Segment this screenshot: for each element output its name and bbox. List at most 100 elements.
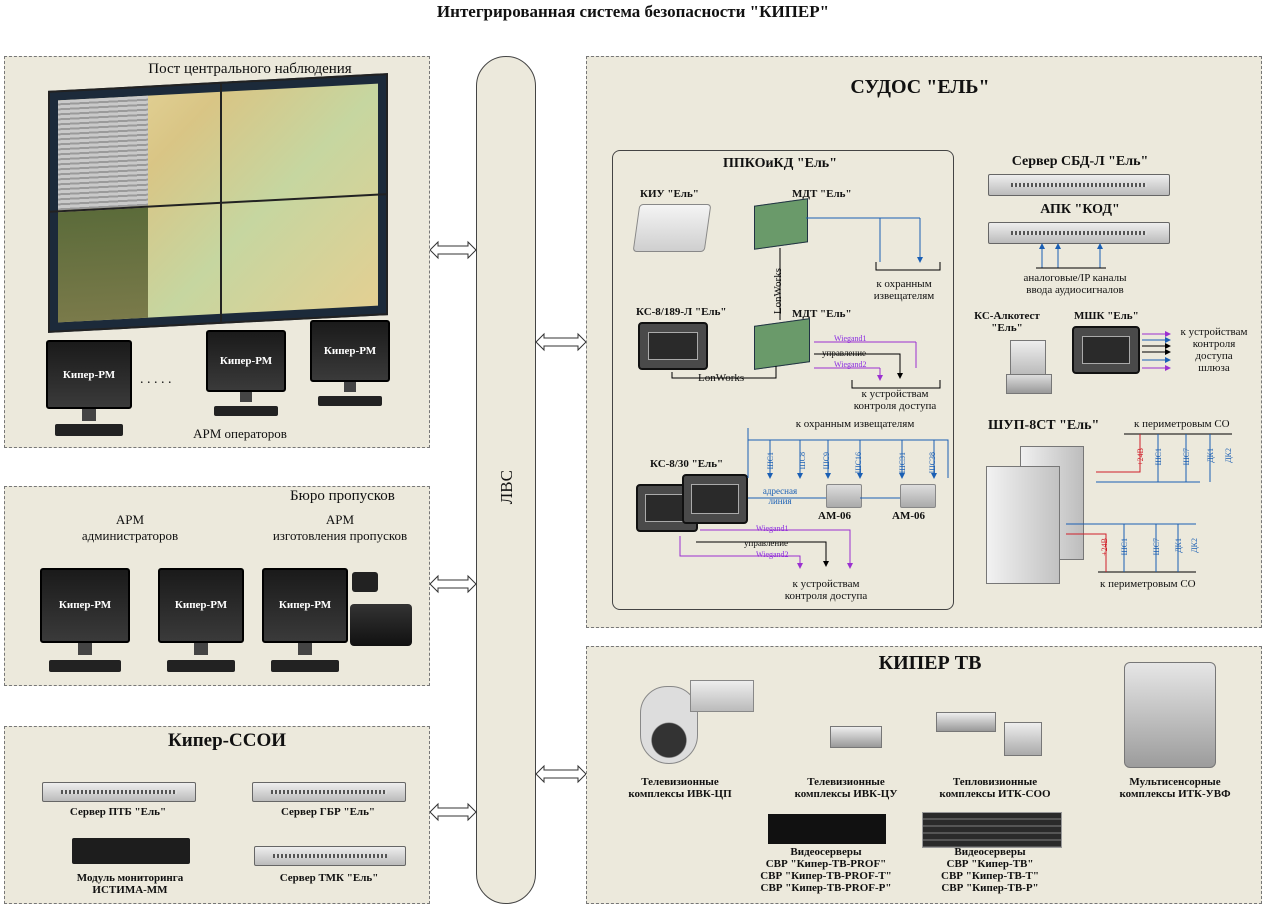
vs1-line1: Видеосерверы [790, 846, 862, 858]
gate-line1: к устройствам [1180, 326, 1248, 338]
link-ssoi [429, 802, 477, 822]
apk-label: АПК "КОД" [1040, 202, 1120, 217]
dk2b-label: ДК2 [1190, 538, 1199, 553]
ptz-camera-icon [640, 686, 698, 764]
server-sbd-label: Сервер СБД-Л "Ель" [1011, 154, 1149, 169]
ivk-cu-line1: Телевизионные [807, 776, 885, 788]
videoserver-prof-label: Видеосерверы СВР "Кипер-ТВ-PROF" СВР "Ки… [736, 846, 916, 894]
shup-cabinet-front [986, 466, 1060, 584]
am06b-label: АМ-06 [892, 510, 925, 522]
ivk-cp-line1: Телевизионные [641, 776, 719, 788]
analog-line2: ввода аудиосигналов [1026, 284, 1124, 296]
control-tag: управление [822, 348, 867, 358]
monitor-screen: Кипер-РМ [262, 568, 348, 643]
make-line1: АРМ [325, 512, 355, 527]
shs7-label: ШС7 [1182, 448, 1191, 466]
alko-line1: КС-Алкотест [974, 310, 1040, 322]
camera-icon [352, 572, 378, 592]
shs7b-label: ШС7 [1152, 538, 1161, 556]
monitor-screen: Кипер-РМ [158, 568, 244, 643]
am06b-module [900, 484, 936, 508]
videoserver-prof-icon [768, 814, 886, 844]
guard1-line1: к охранным [876, 278, 932, 290]
admin-workstation-2: Кипер-РМ [158, 568, 244, 672]
gate-line4: шлюза [1198, 362, 1230, 374]
access2-label: к устройствам контроля доступа [776, 578, 876, 602]
itk-uvf-line1: Мультисенсорные [1129, 776, 1221, 788]
vs2-line2: СВР "Кипер-ТВ" [946, 858, 1034, 870]
dk2-label: ДК2 [1224, 448, 1233, 463]
ks830-box-front [682, 474, 748, 524]
admins-line1: АРМ [115, 512, 145, 527]
shs1b-label: ШС1 [1154, 448, 1163, 466]
server-gbr-rack [252, 782, 406, 802]
kiu-label: КИУ "Ель" [640, 188, 699, 200]
vs1-line4: СВР "Кипер-ТВ-PROF-Р" [760, 882, 892, 894]
controlb-tag: управление [744, 538, 789, 548]
pcn-title-line1: Пост центрального наблюдения [148, 61, 352, 77]
gate-line3: доступа [1195, 350, 1233, 362]
server-ptb-label: Сервер ПТБ "Ель" [69, 806, 167, 818]
sudos-title: СУДОС "ЕЛЬ" [850, 76, 990, 98]
admin-workstation-1: Кипер-РМ [40, 568, 130, 672]
thermal-box-icon [1004, 722, 1042, 756]
analog-label: аналоговые/IP каналы ввода аудиосигналов [990, 272, 1160, 296]
perimeter2-label: к периметровым СО [1100, 578, 1196, 590]
wiegand2-tag: Wiegand2 [834, 360, 867, 369]
module-line1: Модуль мониторинга [76, 872, 184, 884]
bureau-title: Бюро пропусков [290, 488, 395, 504]
addr-line-label: адресная линия [756, 486, 804, 506]
ptz-bracket [690, 680, 754, 712]
ppkoikd-title: ППКОиКД "Ель" [723, 156, 837, 171]
ks8189-box [638, 322, 708, 370]
mshk-label: МШК "Ель" [1074, 310, 1139, 322]
v24-top: +24В [1136, 448, 1145, 466]
monitor-screen: Кипер-РМ [40, 568, 130, 643]
vs1-line3: СВР "Кипер-ТВ-PROF-Т" [760, 870, 892, 882]
pass-workstation: Кипер-РМ [262, 568, 348, 672]
gate-line2: контроля [1192, 338, 1236, 350]
videoserver-label: Видеосерверы СВР "Кипер-ТВ" СВР "Кипер-Т… [920, 846, 1060, 894]
gate-label: к устройствам контроля доступа шлюза [1174, 326, 1254, 374]
lan-bus [476, 56, 536, 904]
operator-workstation-2: Кипер-РМ [206, 330, 286, 416]
vs1-line2: СВР "Кипер-ТВ-PROF" [765, 858, 887, 870]
server-ptb-rack [42, 782, 196, 802]
ivk-cp-label: Телевизионные комплексы ИВК-ЦП [610, 776, 750, 800]
bullet-camera-icon [830, 726, 882, 748]
module-line2: ИСТИМА-ММ [92, 884, 168, 896]
admins-line2: администраторов [81, 528, 179, 543]
apk-rack [988, 222, 1170, 244]
server-sbd-rack [988, 174, 1170, 196]
link-bureau [429, 574, 477, 594]
monitoring-module [72, 838, 190, 864]
itk-soo-line1: Тепловизионные [952, 776, 1038, 788]
monitor-screen: Кипер-РМ [46, 340, 132, 410]
printer-icon [350, 604, 412, 646]
vs2-line1: Видеосерверы [954, 846, 1026, 858]
dk1-label: ДК1 [1206, 448, 1215, 463]
addr-line2: линия [768, 496, 792, 506]
analog-line1: аналоговые/IP каналы [1023, 272, 1127, 284]
make-line2: изготовления пропусков [272, 528, 408, 543]
ssoi-title: Кипер-ССОИ [168, 730, 286, 751]
ppkoikd-frame [612, 150, 954, 610]
itk-uvf-label: Мультисенсорные комплексы ИТК-УВФ [1100, 776, 1250, 800]
guard2-label: к охранным извещателям [795, 418, 915, 430]
multisensor-icon [1124, 662, 1216, 768]
wiegand1b-tag: Wiegand1 [756, 524, 789, 533]
diagram-title: Интегрированная система безопасности "КИ… [436, 2, 830, 21]
operators-label: АРМ операторов [193, 426, 287, 441]
access1-label: к устройствам контроля доступа [848, 388, 942, 412]
ks8189-label: КС-8/189-Л "Ель" [636, 306, 727, 318]
videoserver-icon [922, 812, 1062, 848]
mdt1-guard-label: к охранным извещателям [864, 278, 944, 302]
mdt2-label: МДТ "Ель" [792, 308, 852, 320]
server-gbr-label: Сервер ГБР "Ель" [280, 806, 376, 818]
mshk-box [1072, 326, 1140, 374]
ssoi-panel [4, 726, 430, 904]
tv-title: КИПЕР ТВ [878, 652, 982, 674]
